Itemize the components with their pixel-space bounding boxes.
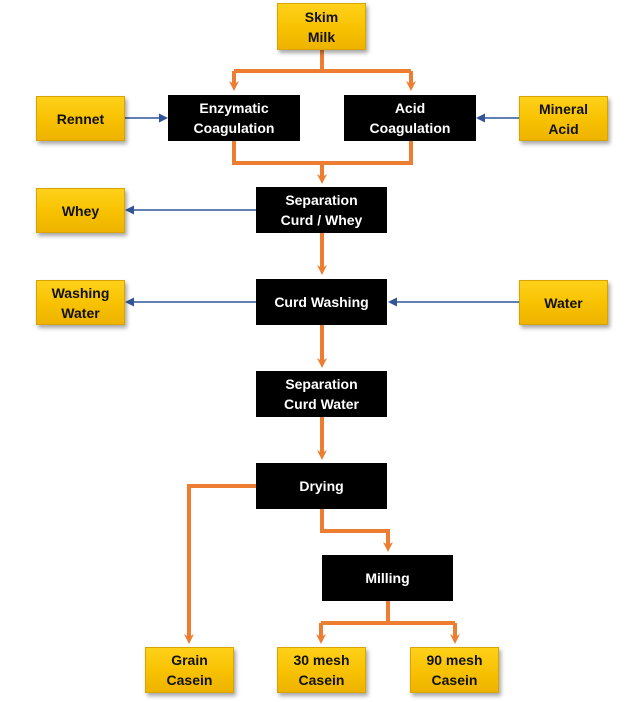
enzymatic-coagulation-box: Enzymatic Coagulation [168, 95, 300, 141]
30-mesh-casein-box: 30 mesh Casein [277, 647, 366, 693]
separation-curd-water-box: Separation Curd Water [256, 371, 387, 417]
acid-coagulation-box: Acid Coagulation [344, 95, 476, 141]
arrow-to-milling [320, 509, 393, 552]
grain-casein-box: Grain Casein [145, 647, 234, 693]
drying-box: Drying [256, 463, 387, 509]
skim-milk-box: Skim Milk [277, 3, 366, 50]
curd-washing-box: Curd Washing [256, 279, 387, 325]
water-box: Water [519, 280, 608, 325]
whey-box: Whey [36, 188, 125, 233]
rennet-box: Rennet [36, 96, 125, 141]
coagulation-merge-connector [232, 141, 413, 180]
separation-curd-whey-box: Separation Curd / Whey [256, 187, 387, 233]
mineral-acid-box: Mineral Acid [519, 96, 608, 141]
arrow-to-grain-casein [184, 484, 256, 644]
skim-milk-split-connector [234, 50, 411, 73]
milling-split-connector [321, 601, 455, 625]
washing-water-box: Washing Water [36, 280, 125, 325]
milling-box: Milling [322, 555, 453, 601]
90-mesh-casein-box: 90 mesh Casein [410, 647, 499, 693]
